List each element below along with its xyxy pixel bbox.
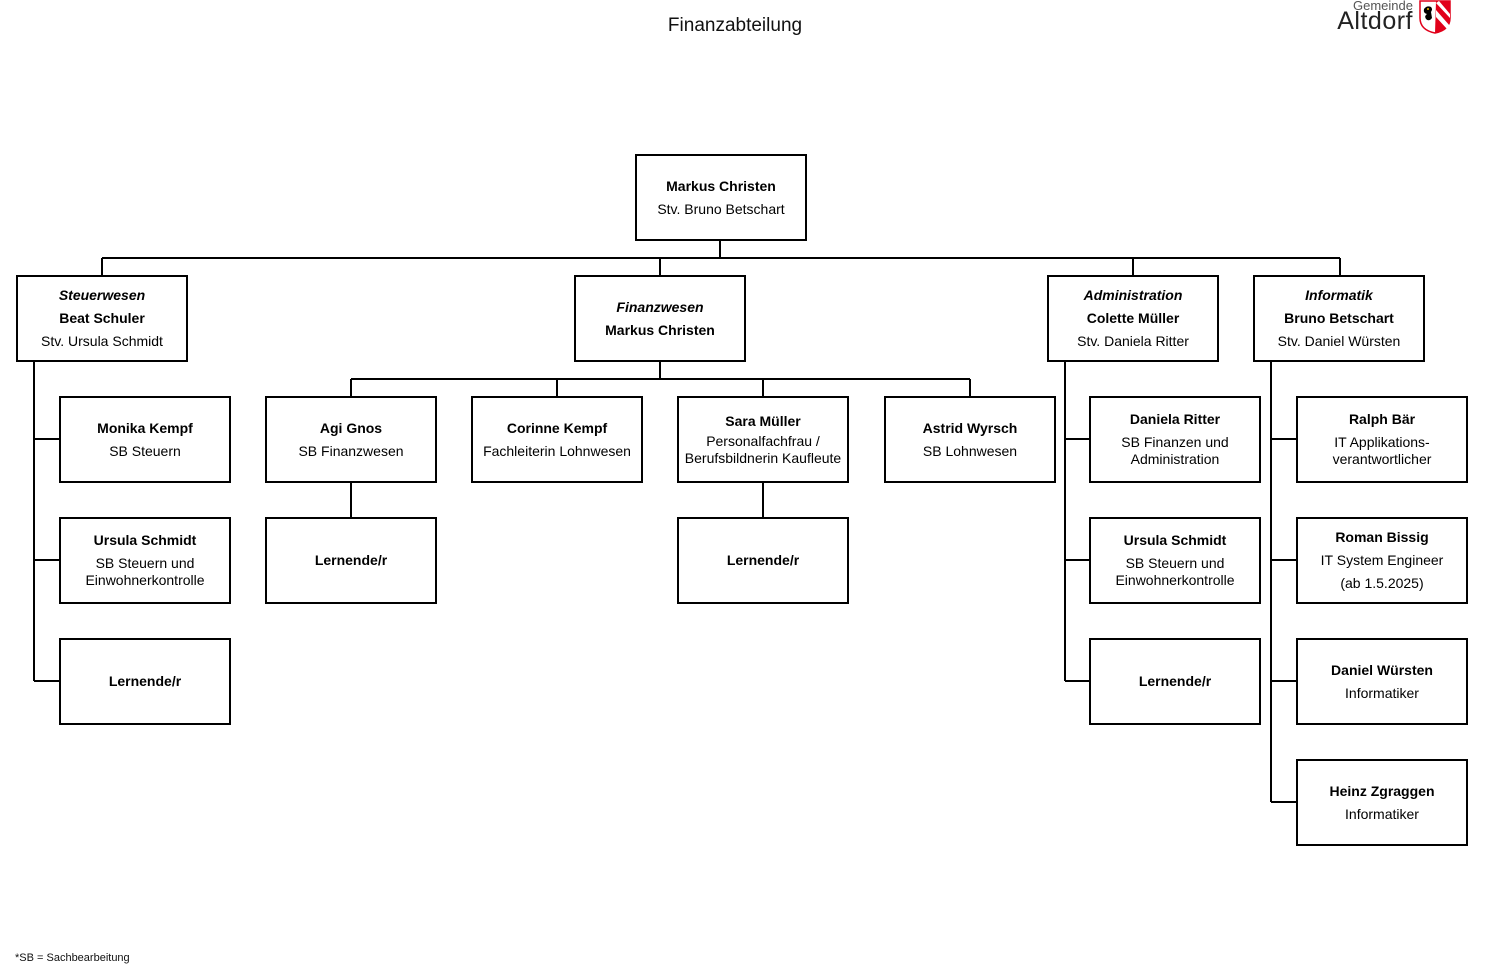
org-box-daniela-ritter: Daniela Ritter SB Finanzen und Administr… [1089,396,1261,483]
person-role: SB Steuern und Einwohnerkontrolle [85,555,205,588]
org-box-head: Markus Christen Stv. Bruno Betschart [635,154,807,241]
org-box-corinne-kempf: Corinne Kempf Fachleiterin Lohnwesen [471,396,643,483]
person-name: Sara Müller [725,412,801,429]
footnote: *SB = Sachbearbeitung [15,952,130,964]
org-box-informatik: Informatik Bruno Betschart Stv. Daniel W… [1253,275,1425,362]
person-name: Ursula Schmidt [93,532,197,548]
person-name: Lernende/r [726,552,800,568]
org-box-daniel-wuersten: Daniel Würsten Informatiker [1296,638,1468,725]
person-role: Stv. Ursula Schmidt [41,333,163,349]
person-name: Lernende/r [108,673,182,689]
person-name: Daniel Würsten [1331,661,1433,678]
logo-name-text: Altdorf [1337,7,1413,35]
org-box-heinz-zgraggen: Heinz Zgraggen Informatiker [1296,759,1468,846]
person-name: Markus Christen [666,177,776,194]
org-box-monika-kempf: Monika Kempf SB Steuern [59,396,231,483]
person-role: SB Finanzwesen [298,442,404,459]
org-box-ursula-schmidt-steuer: Ursula Schmidt SB Steuern und Einwohnerk… [59,517,231,604]
person-note: (ab 1.5.2025) [1340,575,1424,591]
person-role: Personalfachfrau / Berufsbildnerin Kaufl… [684,432,842,466]
unit-name: Administration [1083,287,1183,303]
org-box-astrid-wyrsch: Astrid Wyrsch SB Lohnwesen [884,396,1056,483]
person-role: Informatiker [1345,684,1419,701]
org-box-roman-bissig: Roman Bissig IT System Engineer (ab 1.5.… [1296,517,1468,604]
person-name: Monika Kempf [97,419,193,436]
person-role: SB Lohnwesen [922,442,1018,459]
org-box-ursula-schmidt-admin: Ursula Schmidt SB Steuern und Einwohnerk… [1089,517,1261,604]
org-box-sara-mueller: Sara Müller Personalfachfrau / Berufsbil… [677,396,849,483]
person-name: Lernende/r [314,552,388,568]
org-box-administration: Administration Colette Müller Stv. Danie… [1047,275,1219,362]
person-role: SB Steuern und Einwohnerkontrolle [1115,555,1235,588]
person-name: Roman Bissig [1335,529,1429,545]
logo: Gemeinde Altdorf [1320,0,1460,40]
unit-name: Steuerwesen [58,287,146,303]
org-box-lernende-admin: Lernende/r [1089,638,1261,725]
person-role: Stv. Bruno Betschart [657,200,785,217]
org-box-steuerwesen: Steuerwesen Beat Schuler Stv. Ursula Sch… [16,275,188,362]
org-box-finanzwesen: Finanzwesen Markus Christen [574,275,746,362]
person-role: Stv. Daniela Ritter [1077,333,1189,349]
org-box-lernende-finanz-1: Lernende/r [265,517,437,604]
unit-name: Finanzwesen [616,298,704,315]
person-name: Heinz Zgraggen [1329,782,1435,799]
coat-of-arms-icon [1419,0,1451,34]
person-name: Ralph Bär [1348,411,1416,427]
person-name: Beat Schuler [59,310,145,326]
person-name: Ursula Schmidt [1123,532,1227,548]
org-box-ralph-baer: Ralph Bär IT Applikations-verantwortlich… [1296,396,1468,483]
page-title: Finanzabteilung [667,15,803,36]
person-name: Astrid Wyrsch [922,419,1018,436]
org-box-lernende-finanz-2: Lernende/r [677,517,849,604]
person-role: Stv. Daniel Würsten [1277,333,1401,349]
person-name: Bruno Betschart [1284,310,1394,326]
person-role: Informatiker [1345,805,1419,822]
person-role: IT System Engineer [1320,552,1444,568]
person-name: Agi Gnos [319,419,383,436]
person-role: IT Applikations-verantwortlicher [1332,434,1432,467]
unit-name: Informatik [1305,287,1373,303]
person-name: Markus Christen [605,321,715,338]
person-name: Lernende/r [1138,673,1212,689]
person-role: Fachleiterin Lohnwesen [483,442,631,459]
logo-gemeinde-text: Gemeinde [1353,0,1413,13]
org-box-agi-gnos: Agi Gnos SB Finanzwesen [265,396,437,483]
org-box-lernende-steuer: Lernende/r [59,638,231,725]
person-name: Corinne Kempf [506,419,608,436]
person-role: SB Steuern [109,442,181,459]
person-role: SB Finanzen und Administration [1121,434,1229,467]
person-name: Colette Müller [1086,310,1180,326]
person-name: Daniela Ritter [1129,411,1221,427]
